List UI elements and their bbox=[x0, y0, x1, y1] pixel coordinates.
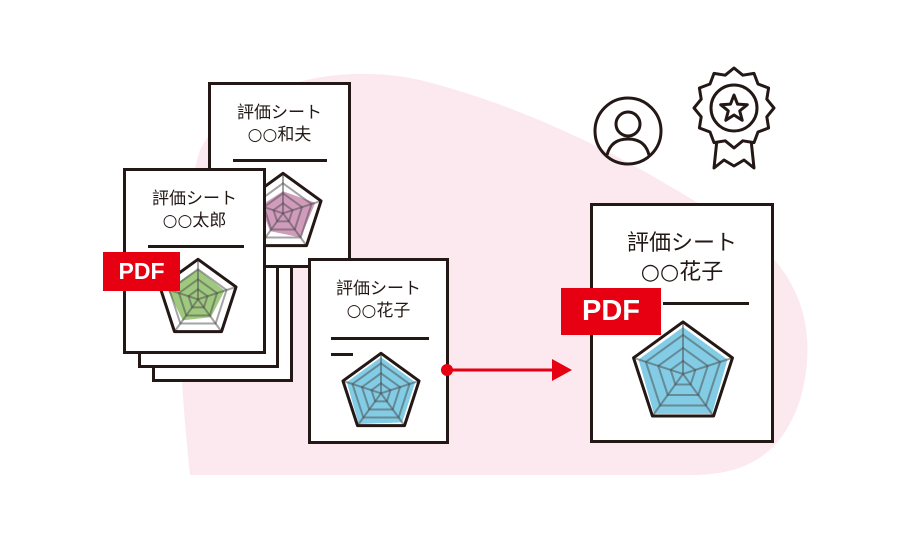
sheet-title: 評価シート bbox=[336, 279, 421, 299]
output-sheet-card[interactable]: 評価シート ○○花子 bbox=[590, 203, 774, 443]
radar-axis bbox=[197, 285, 237, 301]
radar-grid-ring bbox=[657, 346, 709, 396]
divider bbox=[233, 159, 327, 162]
sheet-title: 評価シート bbox=[152, 189, 237, 209]
sheet-card-taro[interactable]: 評価シート ○○太郎 bbox=[123, 168, 266, 354]
radar-grid-ring bbox=[644, 333, 722, 407]
radar-axis bbox=[682, 373, 715, 417]
radar-axis bbox=[282, 212, 308, 247]
sheet-title: 評価シート bbox=[626, 231, 737, 256]
pdf-badge: PDF bbox=[103, 252, 180, 291]
radar-grid-ring bbox=[177, 278, 219, 317]
radar-chart bbox=[341, 351, 421, 428]
arrow-right-icon bbox=[441, 359, 572, 381]
radar-grid-ring bbox=[370, 382, 392, 403]
radar-grid-ring bbox=[262, 192, 304, 231]
radar-grid-ring bbox=[272, 202, 294, 223]
short-divider bbox=[331, 353, 353, 356]
radar-axis bbox=[651, 373, 684, 417]
user-icon bbox=[593, 96, 663, 166]
radar-axis bbox=[197, 298, 223, 333]
radar-chart bbox=[158, 257, 238, 334]
radar-outline bbox=[341, 351, 421, 428]
radar-grid-ring bbox=[187, 288, 209, 309]
radar-grid-ring bbox=[351, 362, 411, 419]
sheet-card-hanako[interactable]: 評価シート ○○花子 bbox=[308, 258, 449, 444]
sheet-name: ○○太郎 bbox=[162, 211, 227, 231]
sheet-name: ○○花子 bbox=[640, 260, 724, 285]
radar-axis bbox=[380, 379, 420, 395]
radar-grid-ring bbox=[669, 359, 697, 386]
radar-grid-ring bbox=[360, 372, 402, 411]
radar-outline bbox=[632, 320, 734, 418]
award-badge-icon bbox=[692, 66, 776, 170]
divider bbox=[148, 245, 244, 248]
sheet-card-kazuo[interactable]: 評価シート ○○和夫 bbox=[208, 82, 351, 268]
radar-axis bbox=[682, 356, 733, 375]
radar-axis bbox=[342, 379, 382, 395]
divider bbox=[663, 302, 749, 305]
radar-data-area bbox=[260, 191, 316, 238]
sheet-name: ○○和夫 bbox=[247, 125, 312, 145]
radar-axis bbox=[633, 356, 684, 375]
divider bbox=[331, 337, 429, 340]
radar-axis bbox=[356, 392, 382, 427]
radar-chart bbox=[632, 320, 734, 418]
radar-axis bbox=[282, 199, 322, 215]
sheet-title: 評価シート bbox=[237, 103, 322, 123]
radar-axis bbox=[380, 392, 406, 427]
sheet-name: ○○花子 bbox=[346, 301, 411, 321]
radar-axis bbox=[173, 298, 199, 333]
pdf-badge-large: PDF bbox=[561, 288, 661, 335]
